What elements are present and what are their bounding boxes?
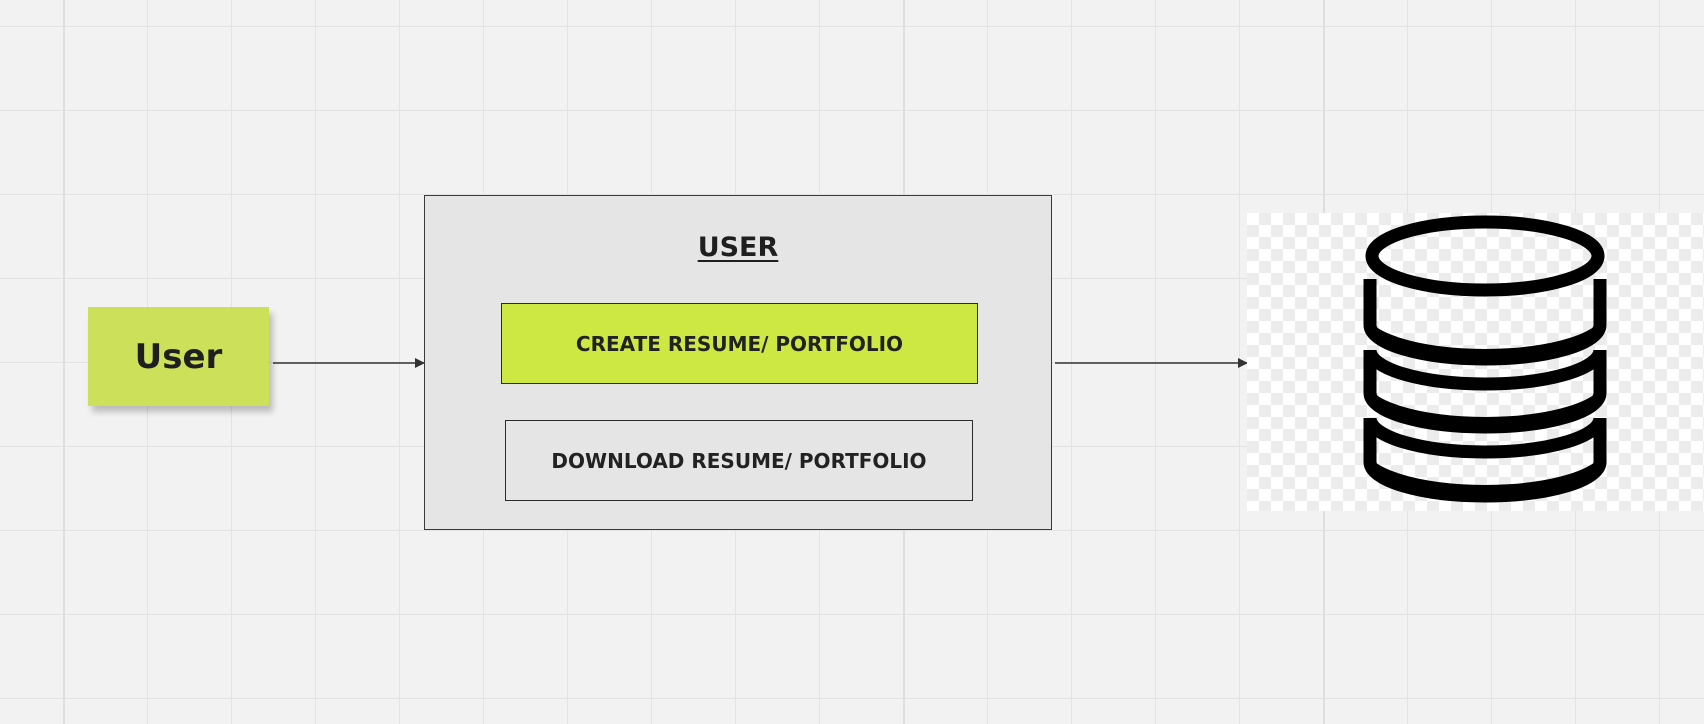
frame-title: USER bbox=[697, 232, 779, 263]
sticky-note-label: User bbox=[134, 336, 223, 377]
database-icon bbox=[1363, 215, 1607, 503]
create-button-label: CREATE RESUME/ PORTFOLIO bbox=[575, 331, 904, 356]
grid-line bbox=[63, 0, 65, 724]
download-button-label: DOWNLOAD RESUME/ PORTFOLIO bbox=[551, 448, 927, 473]
user-frame[interactable]: USER CREATE RESUME/ PORTFOLIO DOWNLOAD R… bbox=[424, 195, 1052, 530]
sticky-note-user[interactable]: User bbox=[88, 307, 269, 406]
download-resume-portfolio-button[interactable]: DOWNLOAD RESUME/ PORTFOLIO bbox=[505, 420, 973, 501]
create-resume-portfolio-button[interactable]: CREATE RESUME/ PORTFOLIO bbox=[501, 303, 978, 384]
database-image[interactable] bbox=[1247, 213, 1704, 511]
